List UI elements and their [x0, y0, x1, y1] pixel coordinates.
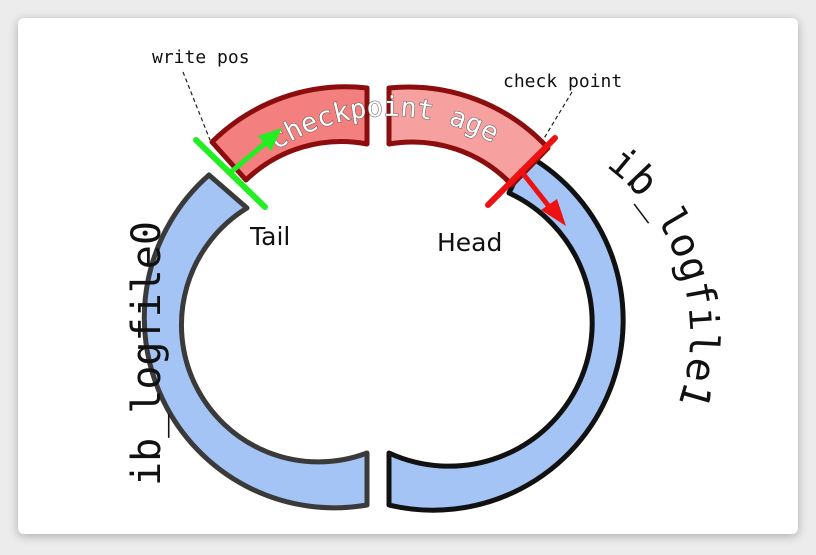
checkpoint-marker — [485, 135, 566, 226]
check-point-leader — [542, 91, 573, 141]
write-pos-label: write pos — [152, 47, 250, 68]
logfile1-segment — [386, 152, 626, 513]
write-pos-marker — [193, 128, 282, 210]
logfile0-label: ib_logfile0 — [124, 221, 170, 486]
head-label: Head — [437, 228, 502, 257]
logfile0-segment — [141, 172, 370, 511]
write-pos-leader — [182, 71, 211, 141]
tail-label: Tail — [249, 222, 290, 251]
check-point-label: check point — [503, 71, 622, 92]
